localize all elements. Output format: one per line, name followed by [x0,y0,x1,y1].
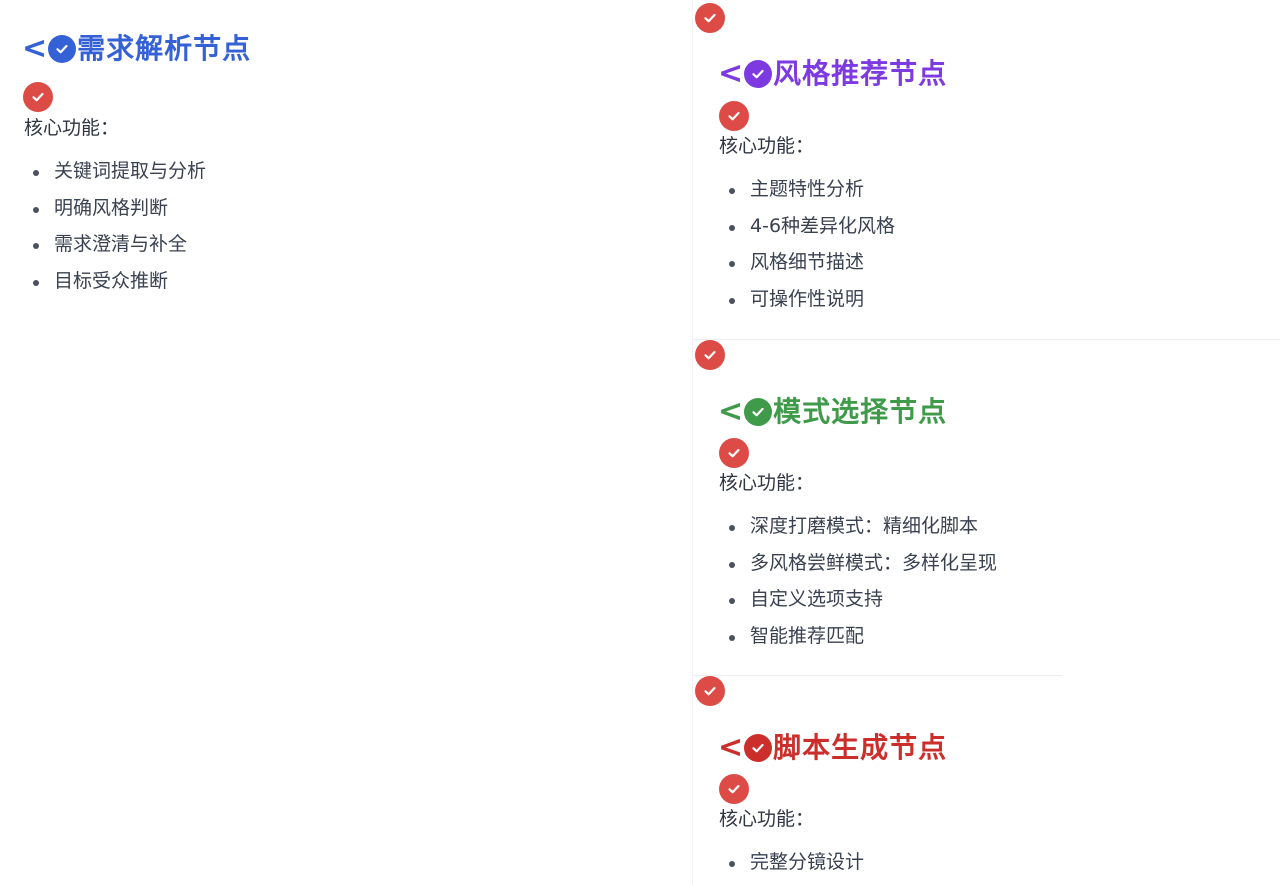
core-functions-label: 核心功能： [719,808,815,830]
less-than-chevron-icon: < [22,31,49,66]
list-item: 自定义选项支持 [720,590,997,627]
core-functions-label: 核心功能： [719,472,815,494]
check-circle-icon [719,438,749,468]
list-item: 主题特性分析 [720,180,895,217]
list-item: 明确风格判断 [24,198,206,236]
core-functions-list: 深度打磨模式：精细化脚本 多风格尝鲜模式：多样化呈现 自定义选项支持 智能推荐匹… [720,517,997,664]
less-than-chevron-icon: < [718,56,745,91]
check-circle-icon [744,734,773,762]
list-item: 目标受众推断 [24,272,206,309]
node-title: < 脚本生成节点 [718,733,947,763]
node-title-text: 模式选择节点 [773,395,948,428]
check-circle-icon [695,3,725,33]
list-item: 多风格尝鲜模式：多样化呈现 [720,553,997,591]
list-item: 可操作性说明 [720,290,895,327]
node-title-text: 脚本生成节点 [773,731,948,764]
core-functions-label: 核心功能： [24,117,120,139]
list-item: 完整分镜设计 [720,853,864,885]
node-title-text: 需求解析节点 [77,32,252,65]
list-item: 智能推荐匹配 [720,627,997,664]
check-circle-icon [48,35,77,63]
check-circle-icon [719,101,749,131]
list-item: 关键词提取与分析 [24,162,206,199]
core-functions-list: 完整分镜设计 [720,853,864,885]
check-circle-icon [23,82,53,112]
list-item: 需求澄清与补全 [24,235,206,272]
check-circle-icon [719,774,749,804]
less-than-chevron-icon: < [718,394,745,429]
less-than-chevron-icon: < [718,730,745,765]
core-functions-label: 核心功能： [719,135,815,157]
node-title: < 需求解析节点 [22,34,251,64]
check-circle-icon [744,398,773,426]
core-functions-list: 关键词提取与分析 明确风格判断 需求澄清与补全 目标受众推断 [24,162,206,309]
list-item: 4-6种差异化风格 [720,216,895,254]
check-circle-icon [744,60,773,88]
node-mode-selection: < 模式选择节点 核心功能： 深度打磨模式：精细化脚本 多风格尝鲜模式：多样化呈… [692,339,1280,676]
node-requirement-analysis: < 需求解析节点 核心功能： 关键词提取与分析 明确风格判断 需求澄清与补全 目… [22,34,251,309]
node-title: < 风格推荐节点 [718,59,947,89]
node-title: < 模式选择节点 [718,397,947,427]
node-script-generation: < 脚本生成节点 核心功能： 完整分镜设计 [692,675,1062,885]
core-functions-list: 主题特性分析 4-6种差异化风格 风格细节描述 可操作性说明 [720,180,895,327]
list-item: 深度打磨模式：精细化脚本 [720,517,997,554]
list-item: 风格细节描述 [720,253,895,290]
check-circle-icon [695,340,725,370]
node-title-text: 风格推荐节点 [773,57,948,90]
check-circle-icon [695,676,725,706]
node-style-recommendation: < 风格推荐节点 核心功能： 主题特性分析 4-6种差异化风格 风格细节描述 可… [692,0,1280,340]
